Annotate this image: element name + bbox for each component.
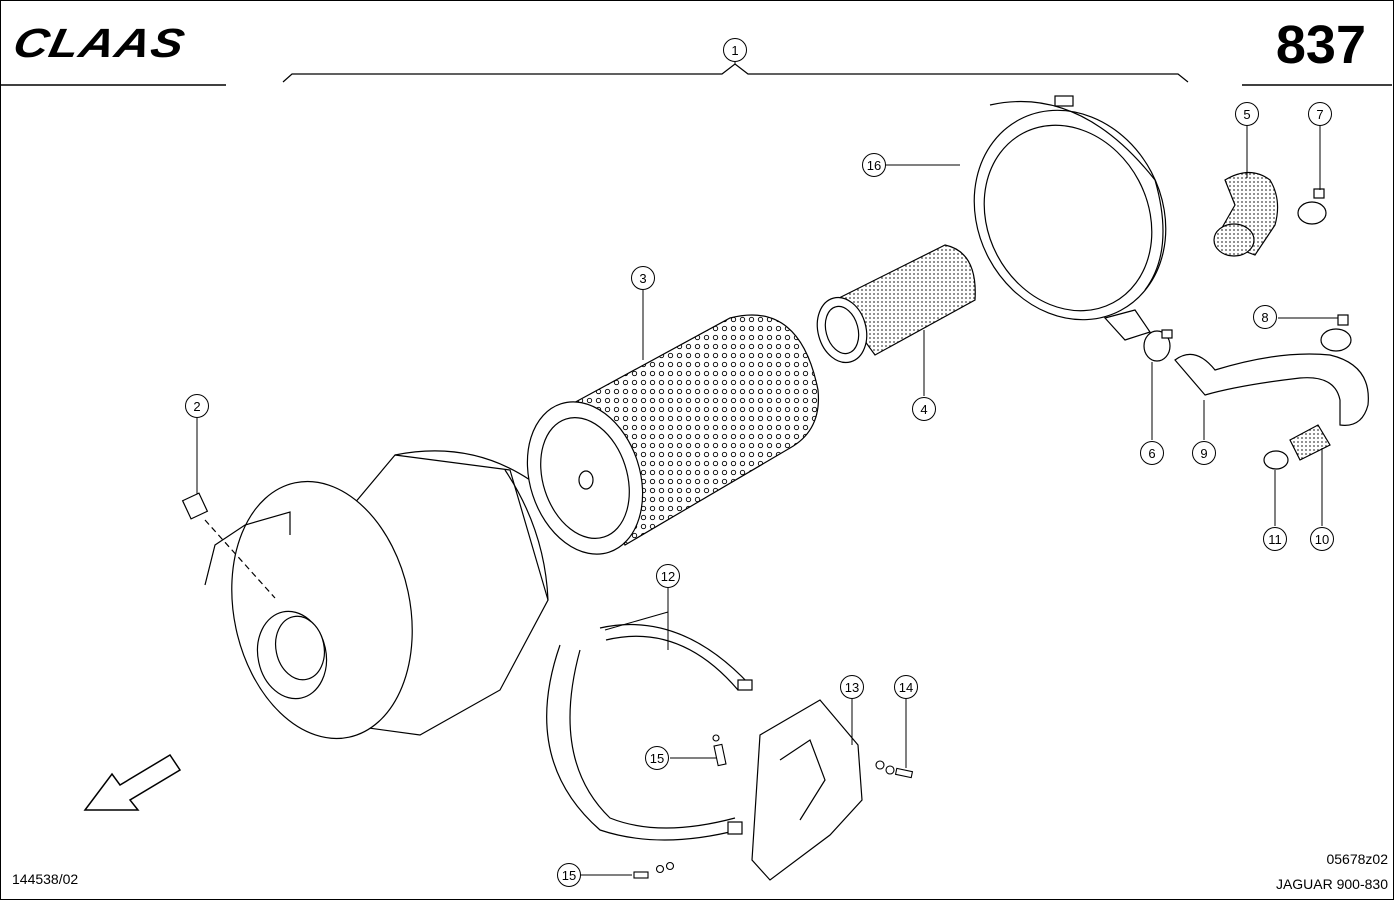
part-6-hose-clamp	[1143, 329, 1173, 362]
direction-arrow-icon	[83, 753, 182, 811]
part-11-hose-clamp	[1263, 450, 1289, 470]
callout-16[interactable]: 16	[862, 153, 886, 177]
callout-3[interactable]: 3	[631, 266, 655, 290]
callout-8[interactable]: 8	[1253, 305, 1277, 329]
callout-15-upper[interactable]: 15	[645, 746, 669, 770]
callout-5[interactable]: 5	[1235, 102, 1259, 126]
callout-15-lower[interactable]: 15	[557, 863, 581, 887]
callout-9[interactable]: 9	[1192, 441, 1216, 465]
document-number: 144538/02	[12, 871, 79, 887]
part-16-housing-cover	[973, 95, 1167, 341]
part-5-elbow-hose	[1213, 171, 1279, 257]
callout-6[interactable]: 6	[1140, 441, 1164, 465]
part-9-breather-hose	[1174, 353, 1369, 426]
assembly-bracket	[282, 63, 1189, 83]
page-number: 837	[1275, 15, 1366, 75]
callout-7[interactable]: 7	[1308, 102, 1332, 126]
part-3-main-filter	[526, 314, 820, 555]
air-filter-housing	[204, 450, 549, 740]
part-10-hose-sleeve	[1289, 424, 1331, 461]
callout-1[interactable]: 1	[723, 38, 747, 62]
part-2-restriction-indicator	[181, 492, 276, 599]
drawing-code: 05678z02	[1326, 851, 1388, 867]
callout-4[interactable]: 4	[912, 397, 936, 421]
model-label: JAGUAR 900-830	[1275, 876, 1388, 892]
brand-logo: CLAAS	[9, 21, 190, 67]
callout-13[interactable]: 13	[840, 675, 864, 699]
callout-14[interactable]: 14	[894, 675, 918, 699]
callout-10[interactable]: 10	[1310, 527, 1334, 551]
part-7-hose-clamp	[1297, 188, 1327, 225]
part-13-support-bracket	[751, 699, 863, 881]
fasteners	[633, 734, 914, 879]
callout-11[interactable]: 11	[1263, 527, 1287, 551]
callout-12[interactable]: 12	[656, 564, 680, 588]
part-8-hose-clamp	[1320, 314, 1352, 352]
part-12-mounting-straps	[546, 623, 753, 841]
leader-lines	[196, 62, 1338, 876]
callout-2[interactable]: 2	[185, 394, 209, 418]
part-4-safety-filter	[816, 244, 976, 364]
